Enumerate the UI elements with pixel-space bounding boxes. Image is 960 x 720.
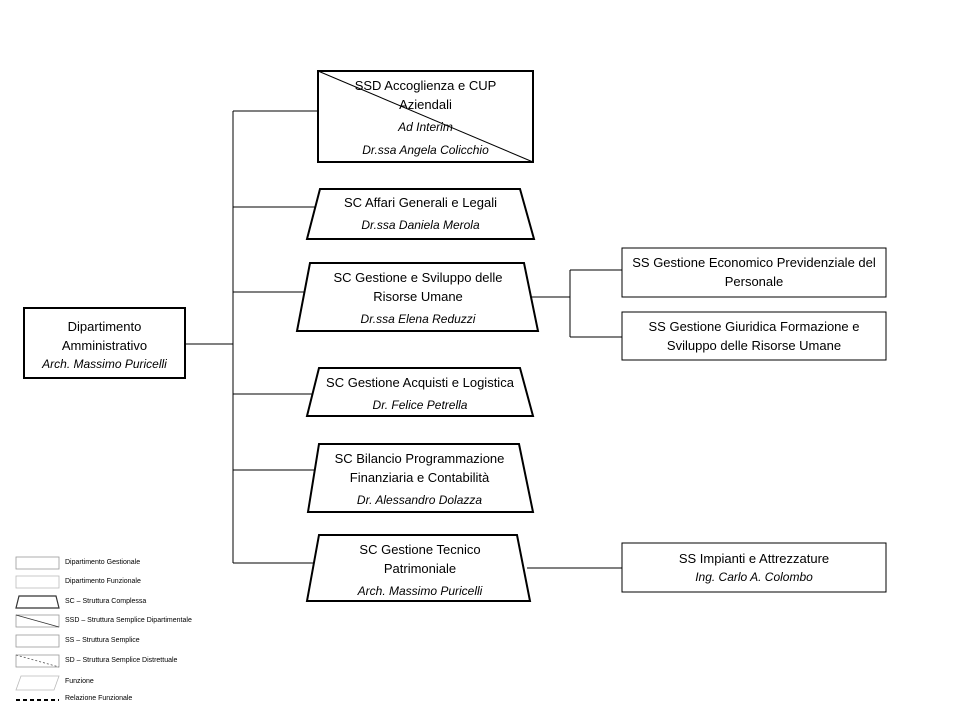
legend-label-dip-gestionale: Dipartimento Gestionale (65, 559, 141, 566)
legend-symbol-ss (15, 634, 60, 648)
legend-symbols (15, 556, 60, 701)
legend-label-dip-funzionale: Dipartimento Funzionale (65, 578, 141, 585)
department-label: Dipartimento Amministrativo Arch. Massim… (24, 317, 185, 374)
legend-symbol-ssd-diagonal (15, 614, 60, 628)
sc-tecnico-label: SC Gestione Tecnico Patrimoniale Arch. M… (330, 540, 510, 601)
sc-bilancio-title: SC Bilancio Programmazione Finanziaria e… (334, 451, 505, 485)
legend-symbol-sd-diagonal (15, 654, 60, 668)
sc-box-affari (305, 188, 536, 240)
sc-risorse-umane-person: Dr.ssa Elena Reduzzi (360, 312, 476, 326)
legend-symbol-sc (15, 595, 60, 609)
ss-giuridica-title: SS Gestione Giuridica Formazione e Svilu… (648, 319, 860, 353)
sc-box-risorse-umane (295, 262, 540, 332)
sc-acquisti-person: Dr. Felice Petrella (372, 398, 468, 412)
sc-bilancio-label: SC Bilancio Programmazione Finanziaria e… (318, 449, 521, 510)
legend-label-ss: SS – Struttura Semplice (65, 637, 140, 644)
connectors (185, 110, 622, 569)
ss-impianti-label: SS Impianti e Attrezzature Ing. Carlo A.… (632, 549, 876, 587)
sc-affari-label: SC Affari Generali e Legali Dr.ssa Danie… (307, 193, 534, 235)
ss-economico-title: SS Gestione Economico Previdenziale del … (632, 255, 876, 289)
legend-label-funzione: Funzione (65, 678, 94, 685)
sc-tecnico-person: Arch. Massimo Puricelli (357, 584, 483, 598)
legend-label-sc: SC – Struttura Complessa (65, 598, 147, 605)
sc-tecnico-title: SC Gestione Tecnico Patrimoniale (359, 542, 481, 576)
sc-affari-person: Dr.ssa Daniela Merola (361, 218, 480, 232)
sc-acquisti-label: SC Gestione Acquisti e Logistica Dr. Fel… (307, 373, 533, 415)
sc-box-acquisti (305, 367, 535, 417)
department-box (23, 307, 186, 379)
ss-box-economico (621, 247, 887, 298)
department-person: Arch. Massimo Puricelli (42, 357, 167, 371)
ss-economico-label: SS Gestione Economico Previdenziale del … (632, 253, 876, 291)
sc-risorse-umane-label: SC Gestione e Sviluppo delle Risorse Uma… (313, 268, 523, 329)
legend-label-sd: SD – Struttura Semplice Distrettuale (65, 657, 178, 664)
ssd-accoglienza-label: SSD Accoglienza e CUP Aziendali Ad Inter… (338, 76, 513, 160)
ss-box-giuridica (621, 311, 887, 361)
department-title: Dipartimento Amministrativo (61, 319, 148, 353)
legend-symbol-funzione (15, 675, 60, 691)
sc-acquisti-title: SC Gestione Acquisti e Logistica (326, 375, 514, 390)
ssd-accoglienza-person: Dr.ssa Angela Colicchio (362, 143, 489, 157)
sc-risorse-umane-title: SC Gestione e Sviluppo delle Risorse Uma… (333, 270, 503, 304)
ssd-diagonal (317, 70, 534, 163)
ss-box-impianti (621, 542, 887, 593)
legend-label-rel-funzionale: Relazione Funzionale (65, 695, 133, 702)
legend-symbol-dip-gestionale (15, 556, 60, 570)
legend-label-ssd: SSD – Struttura Semplice Dipartimentale (65, 617, 192, 624)
sc-box-tecnico (305, 534, 532, 602)
ss-impianti-title: SS Impianti e Attrezzature (678, 551, 830, 566)
ss-giuridica-label: SS Gestione Giuridica Formazione e Svilu… (632, 317, 876, 355)
ssd-accoglienza-note: Ad Interim (398, 120, 453, 134)
sc-box-bilancio (306, 443, 535, 513)
ss-impianti-person: Ing. Carlo A. Colombo (695, 570, 813, 584)
sc-bilancio-person: Dr. Alessandro Dolazza (356, 493, 483, 507)
sc-affari-title: SC Affari Generali e Legali (344, 195, 497, 210)
legend-symbol-dip-funzionale (15, 575, 60, 589)
ssd-accoglienza-title: SSD Accoglienza e CUP Aziendali (354, 78, 497, 112)
